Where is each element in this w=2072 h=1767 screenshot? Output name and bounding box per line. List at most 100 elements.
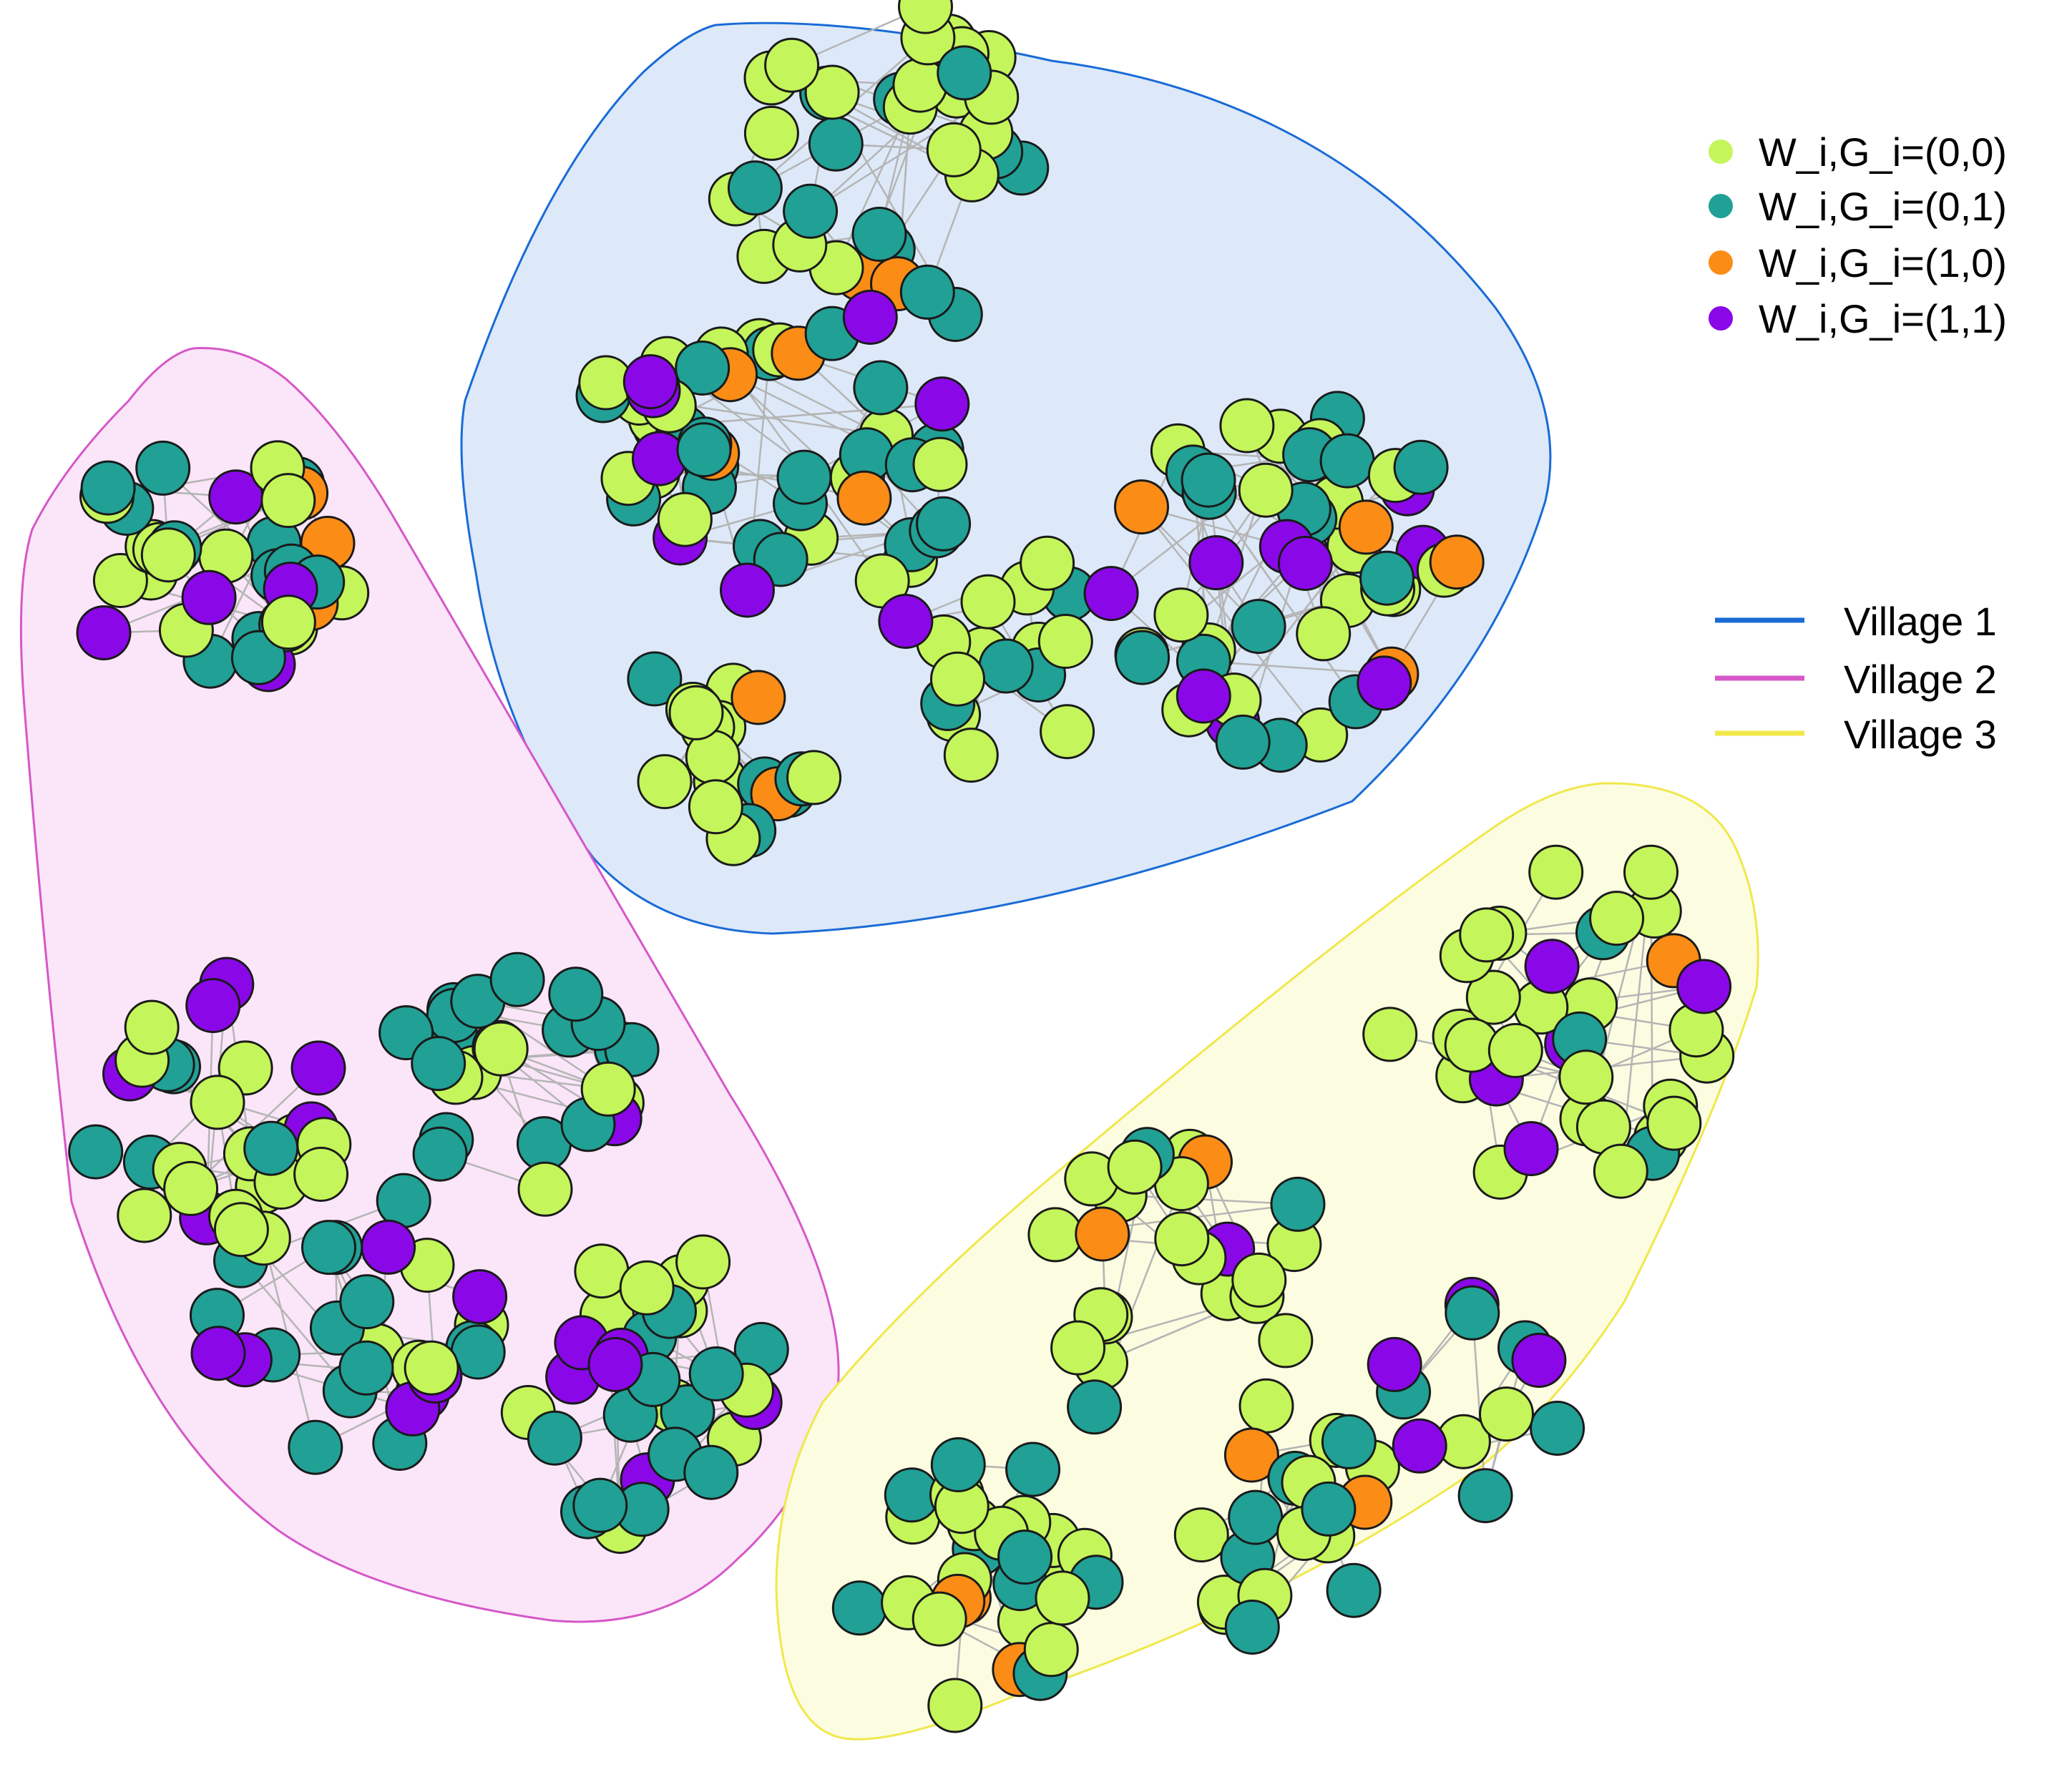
network-node xyxy=(527,1410,582,1466)
network-node xyxy=(1459,907,1515,963)
network-node xyxy=(1487,1023,1543,1078)
network-node xyxy=(1075,1206,1130,1262)
network-node xyxy=(1107,1139,1163,1195)
network-edge xyxy=(240,1260,351,1391)
network-node xyxy=(376,1173,431,1228)
network-node xyxy=(683,1444,739,1500)
network-node xyxy=(899,264,955,320)
network-node xyxy=(1277,536,1333,591)
network-node xyxy=(1067,1379,1123,1435)
network-node xyxy=(978,638,1034,694)
network-node xyxy=(1050,1320,1106,1376)
network-node xyxy=(68,1124,124,1180)
network-node xyxy=(473,1021,529,1077)
network-node xyxy=(587,1337,643,1392)
network-node xyxy=(1114,479,1169,535)
network-node xyxy=(135,440,191,496)
network-node xyxy=(1321,1414,1377,1469)
network-node xyxy=(1020,535,1075,591)
network-node xyxy=(851,207,907,262)
network-node xyxy=(688,779,743,835)
network-node xyxy=(1503,1121,1559,1177)
network-node xyxy=(930,1437,986,1492)
network-node xyxy=(914,376,970,432)
network-node xyxy=(804,64,860,120)
network-node xyxy=(997,1529,1053,1585)
network-node xyxy=(1215,714,1271,770)
network-node xyxy=(675,341,730,396)
network-node xyxy=(1115,630,1171,685)
network-node xyxy=(1589,891,1645,946)
legend-village-3: Village 3 xyxy=(1715,712,1997,757)
network-node xyxy=(743,105,799,161)
network-node xyxy=(1338,499,1394,555)
legend-village-2: Village 2 xyxy=(1715,657,1997,702)
network-node xyxy=(727,160,783,216)
network-node xyxy=(776,449,832,505)
network-node xyxy=(668,685,724,740)
network-node xyxy=(290,1040,346,1096)
network-edge xyxy=(1208,491,1357,703)
network-node xyxy=(1362,1007,1418,1062)
network-edge xyxy=(1120,1194,1299,1205)
network-node xyxy=(930,651,985,707)
network-node xyxy=(1676,959,1732,1014)
network-edge xyxy=(1233,546,1355,701)
legend-label-village-1: Village 1 xyxy=(1844,599,1997,644)
network-node xyxy=(1524,939,1580,994)
network-node xyxy=(637,754,693,810)
network-node xyxy=(878,594,934,649)
network-node xyxy=(937,45,992,101)
network-node xyxy=(853,360,909,416)
network-node xyxy=(1228,1489,1284,1545)
network-node xyxy=(1258,1313,1314,1369)
network-node xyxy=(720,562,775,618)
network-node xyxy=(181,569,237,625)
network-node xyxy=(580,1061,636,1117)
network-node xyxy=(190,1326,246,1381)
network-node xyxy=(916,496,972,552)
network-node xyxy=(1301,1481,1357,1537)
network-node xyxy=(1479,1386,1534,1442)
network-node xyxy=(1181,452,1236,508)
network-node xyxy=(898,0,953,34)
network-node xyxy=(1528,844,1584,900)
network-node xyxy=(1367,1336,1422,1392)
network-node xyxy=(230,630,286,685)
network-node xyxy=(1027,1207,1083,1263)
network-node xyxy=(627,651,683,707)
network-node xyxy=(76,605,132,661)
network-node xyxy=(1530,1401,1585,1456)
network-node xyxy=(622,354,678,410)
network-node xyxy=(1326,1562,1382,1618)
network-node xyxy=(1219,398,1275,454)
network-node xyxy=(163,1160,219,1216)
network-node xyxy=(1445,1285,1500,1341)
network-node xyxy=(1296,606,1352,662)
network-edge xyxy=(1140,506,1321,736)
network-node xyxy=(1511,1333,1567,1388)
legend-label-00: W_i,G_i=(0,0) xyxy=(1759,129,2007,175)
network-node xyxy=(619,1260,675,1316)
network-node xyxy=(1270,1176,1326,1232)
network-node xyxy=(80,460,136,516)
network-node xyxy=(927,1678,983,1733)
legend-marker-01 xyxy=(1709,194,1733,218)
network-node xyxy=(260,594,316,650)
legend-item-01: W_i,G_i=(0,1) xyxy=(1709,184,2007,229)
legend-item-11: W_i,G_i=(1,1) xyxy=(1709,296,2007,341)
network-node xyxy=(339,1274,395,1330)
network-node xyxy=(1231,1252,1287,1308)
legend-label-village-2: Village 2 xyxy=(1844,657,1997,702)
network-node xyxy=(243,1120,299,1176)
legend-label-village-3: Village 3 xyxy=(1844,712,1997,757)
legend-label-11: W_i,G_i=(1,1) xyxy=(1759,296,2007,341)
network-nodes xyxy=(68,0,1735,1733)
network-node xyxy=(836,470,892,526)
network-node xyxy=(548,966,604,1022)
legend-marker-10 xyxy=(1709,250,1733,275)
network-node xyxy=(1040,704,1095,760)
network-node xyxy=(404,1340,459,1396)
network-node xyxy=(1646,1095,1702,1151)
